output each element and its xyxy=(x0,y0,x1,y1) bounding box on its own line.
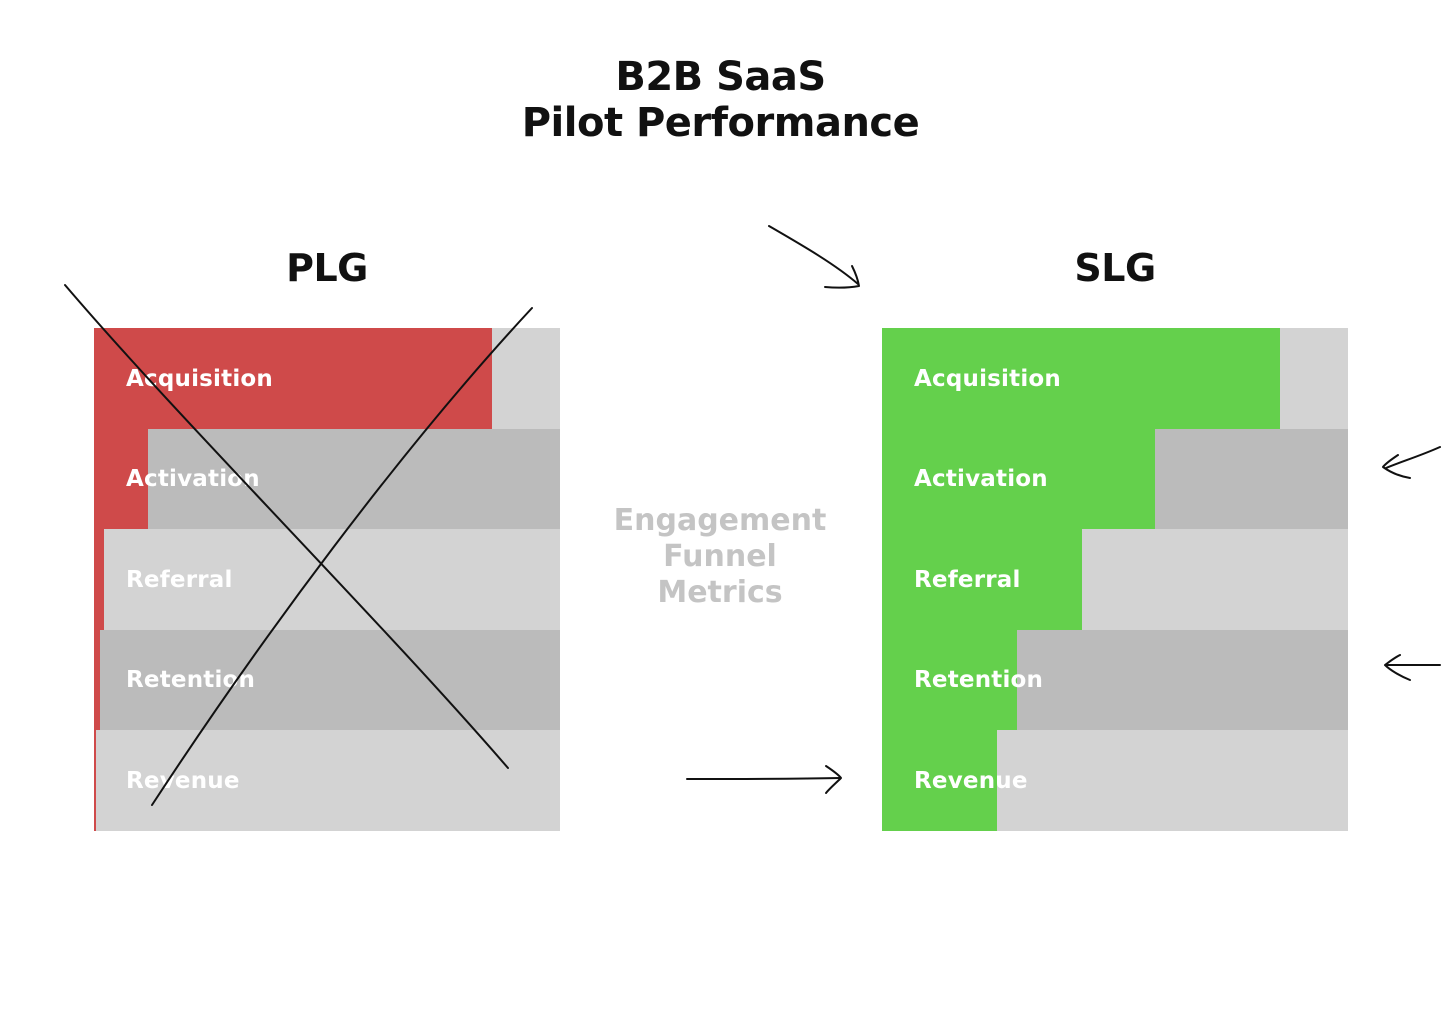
funnel-row-referral: Referral xyxy=(882,529,1348,630)
arrow-right-retention xyxy=(1384,654,1441,681)
funnel-remainder-bar xyxy=(1155,428,1348,530)
funnel-row-revenue: Revenue xyxy=(94,730,560,831)
funnel-remainder-bar xyxy=(1082,529,1348,630)
funnel-row-retention: Retention xyxy=(882,629,1348,731)
funnel-row-acquisition: Acquisition xyxy=(94,328,560,429)
center-label: Engagement Funnel Metrics xyxy=(570,503,870,611)
funnel-remainder-bar xyxy=(492,328,560,429)
arrow-top xyxy=(768,225,860,289)
arrow-right-activation xyxy=(1382,446,1441,479)
title-line-1: B2B SaaS xyxy=(615,54,826,100)
funnel-stage-label: Revenue xyxy=(914,767,1028,794)
center-label-line-1: Engagement xyxy=(613,503,827,538)
funnel-fill-bar xyxy=(882,730,997,831)
funnel-row-acquisition: Acquisition xyxy=(882,328,1348,429)
funnel-stage-label: Retention xyxy=(126,667,256,693)
plg-title: PLG xyxy=(286,246,368,290)
arrow-bottom xyxy=(686,765,842,794)
funnel-fill-bar xyxy=(882,629,1017,731)
funnel-row-activation: Activation xyxy=(882,428,1348,530)
funnel-fill-bar xyxy=(882,428,1155,530)
slg-title: SLG xyxy=(1074,246,1156,290)
center-label-line-2: Funnel xyxy=(663,539,777,574)
title-line-2: Pilot Performance xyxy=(521,100,920,146)
funnel-row-referral: Referral xyxy=(94,529,560,630)
funnel-row-activation: Activation xyxy=(94,428,560,530)
funnel-remainder-bar xyxy=(1017,629,1348,731)
funnel-fill-bar xyxy=(94,529,104,630)
funnel-stage-label: Activation xyxy=(126,466,260,492)
funnel-remainder-bar xyxy=(1280,328,1348,429)
funnel-stage-label: Revenue xyxy=(126,767,240,794)
funnel-stage-label: Referral xyxy=(914,566,1021,593)
center-label-line-3: Metrics xyxy=(657,575,783,610)
funnel-remainder-bar xyxy=(997,730,1348,831)
funnel-stage-label: Retention xyxy=(914,667,1044,693)
funnel-stage-label: Activation xyxy=(914,466,1048,492)
funnel-stage-label: Referral xyxy=(126,566,233,593)
funnel-row-retention: Retention xyxy=(94,629,560,731)
funnel-fill-bar xyxy=(882,328,1280,429)
page-title: B2B SaaS Pilot Performance xyxy=(0,54,1441,146)
funnel-stage-label: Acquisition xyxy=(914,365,1061,392)
funnel-row-revenue: Revenue xyxy=(882,730,1348,831)
funnel-stage-label: Acquisition xyxy=(126,365,273,392)
funnel-fill-bar xyxy=(94,730,96,831)
funnel-fill-bar xyxy=(882,529,1082,630)
